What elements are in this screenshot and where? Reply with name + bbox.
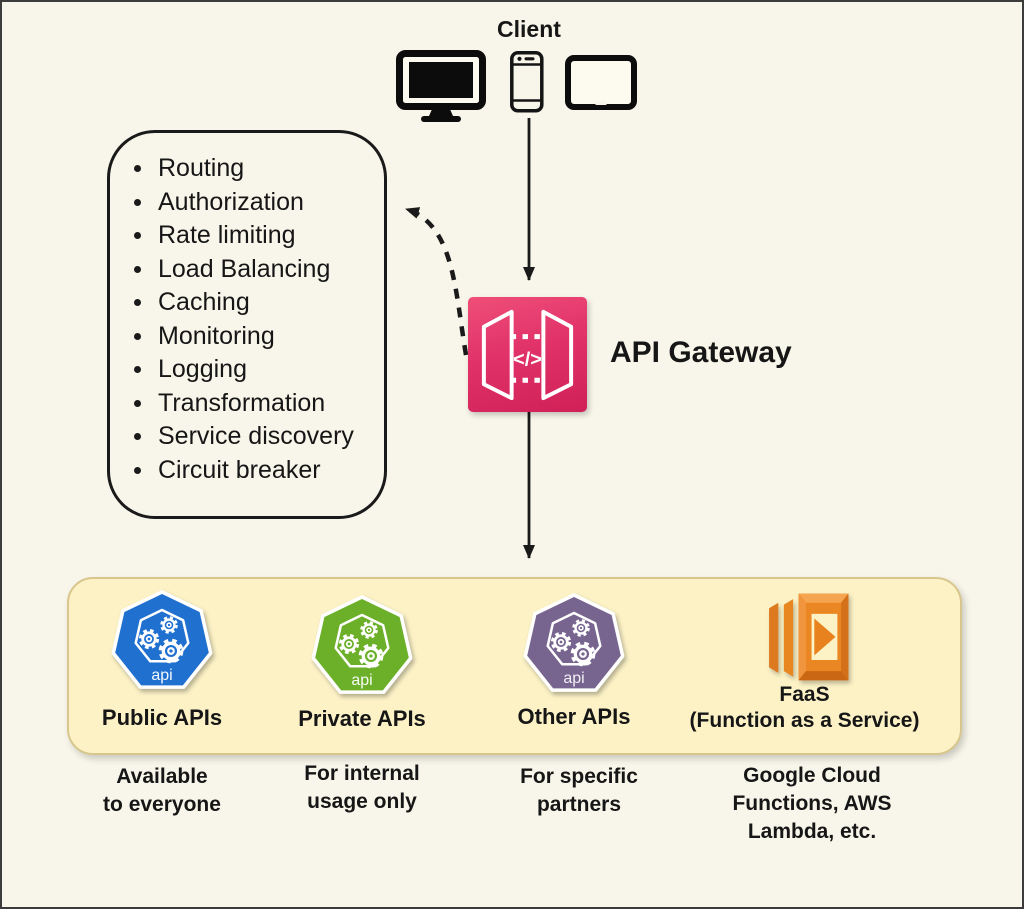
backend-name-faas: FaaS (Function as a Service) [689,683,920,732]
gear-icon [158,638,184,664]
gateway-features-box: Routing Authorization Rate limiting Load… [107,130,387,519]
feature-label: Monitoring [158,321,275,350]
tablet-icon [565,55,637,110]
bullet-icon [134,198,141,206]
feature-label: Logging [158,355,247,384]
caption-faas: Google Cloud Functions, AWS Lambda, etc. [732,764,892,843]
caption-other-apis: For specific partners [520,765,638,816]
faas-lambda-icon [769,593,849,681]
list-item: Load Balancing [134,253,374,287]
api-gateway-title: API Gateway [610,336,792,369]
api-icon-label: api [563,670,584,687]
list-item: Authorization [134,186,374,220]
list-item: Circuit breaker [134,454,374,488]
api-icon-label: api [151,667,172,684]
list-item: Transformation [134,387,374,421]
bullet-icon [134,466,141,474]
backend-name-private-apis: Private APIs [298,706,426,731]
backend-name-public-apis: Public APIs [101,705,223,730]
bullet-icon [134,399,141,407]
private-api-heptagon-icon: api [311,595,413,694]
backend-name-other-apis: Other APIs [517,704,631,729]
caption-private-apis: For internal usage only [304,762,420,813]
list-item: Service discovery [134,420,374,454]
smartphone-icon [510,51,544,113]
desktop-monitor-icon [396,50,486,122]
other-api-heptagon-icon: api [523,593,625,692]
bullet-icon [134,265,141,273]
list-item: Routing [134,152,374,186]
bullet-icon [134,332,141,340]
gateway-to-features-dashed-arrow [405,206,469,356]
gear-icon [550,631,572,653]
feature-label: Authorization [158,187,304,216]
bullet-icon [134,433,141,441]
list-item: Caching [134,286,374,320]
bullet-icon [134,165,141,173]
bullet-icon [134,232,141,240]
feature-label: Caching [158,288,250,317]
caption-public-apis: Available to everyone [103,765,221,816]
gear-icon [358,643,384,669]
code-glyph: </> [513,348,542,370]
gateway-right-door [541,309,574,401]
bullet-icon [134,299,141,307]
list-item: Rate limiting [134,219,374,253]
feature-label: Routing [158,154,245,183]
gear-icon [360,621,378,639]
api-gateway-icon: </> [468,297,587,412]
list-item: Monitoring [134,320,374,354]
bullet-icon [134,366,141,374]
feature-label: Service discovery [158,422,354,451]
gateway-left-door [481,309,514,401]
client-devices [396,50,637,122]
feature-label: Load Balancing [158,254,331,283]
list-item: Logging [134,353,374,387]
feature-label: Circuit breaker [158,455,321,484]
feature-label: Rate limiting [158,221,296,250]
client-label: Client [497,16,561,42]
gateway-features-list: Routing Authorization Rate limiting Load… [134,152,374,487]
public-api-heptagon-icon: api [111,590,213,689]
api-icon-label: api [351,672,372,689]
feature-label: Transformation [158,388,326,417]
